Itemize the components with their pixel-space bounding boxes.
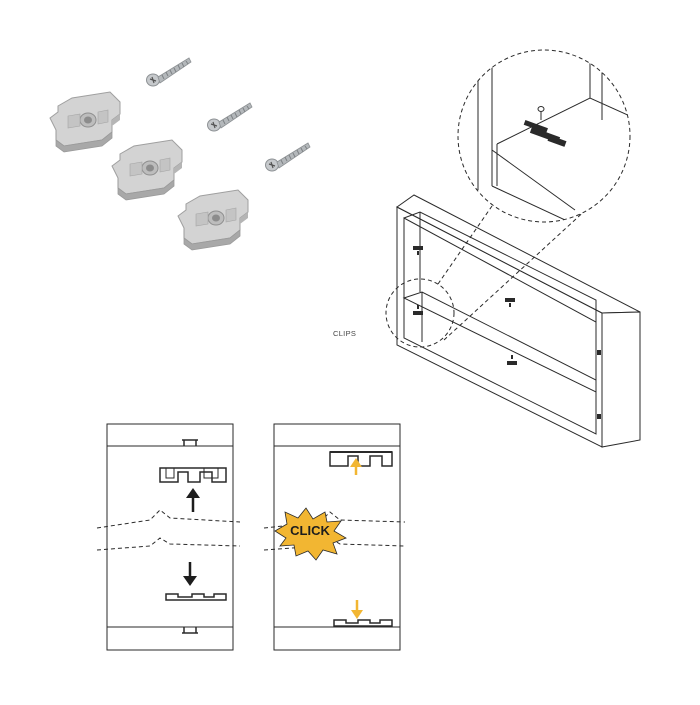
parts-group [49,57,311,251]
clip-1 [49,91,121,153]
cabinet-drawing [385,194,641,448]
screw-2 [206,102,253,132]
screw-1 [145,57,192,87]
zoom-detail [457,49,631,223]
clips-label: CLIPS [333,329,357,338]
screw-3 [264,142,311,172]
panel-left [96,423,241,651]
clip-3 [177,189,249,251]
clip-2 [111,139,183,201]
click-label: CLICK [290,523,330,538]
cabinet-clip-marks [413,246,601,419]
click-burst: CLICK [274,507,347,561]
detail-callout-circle [385,278,455,348]
